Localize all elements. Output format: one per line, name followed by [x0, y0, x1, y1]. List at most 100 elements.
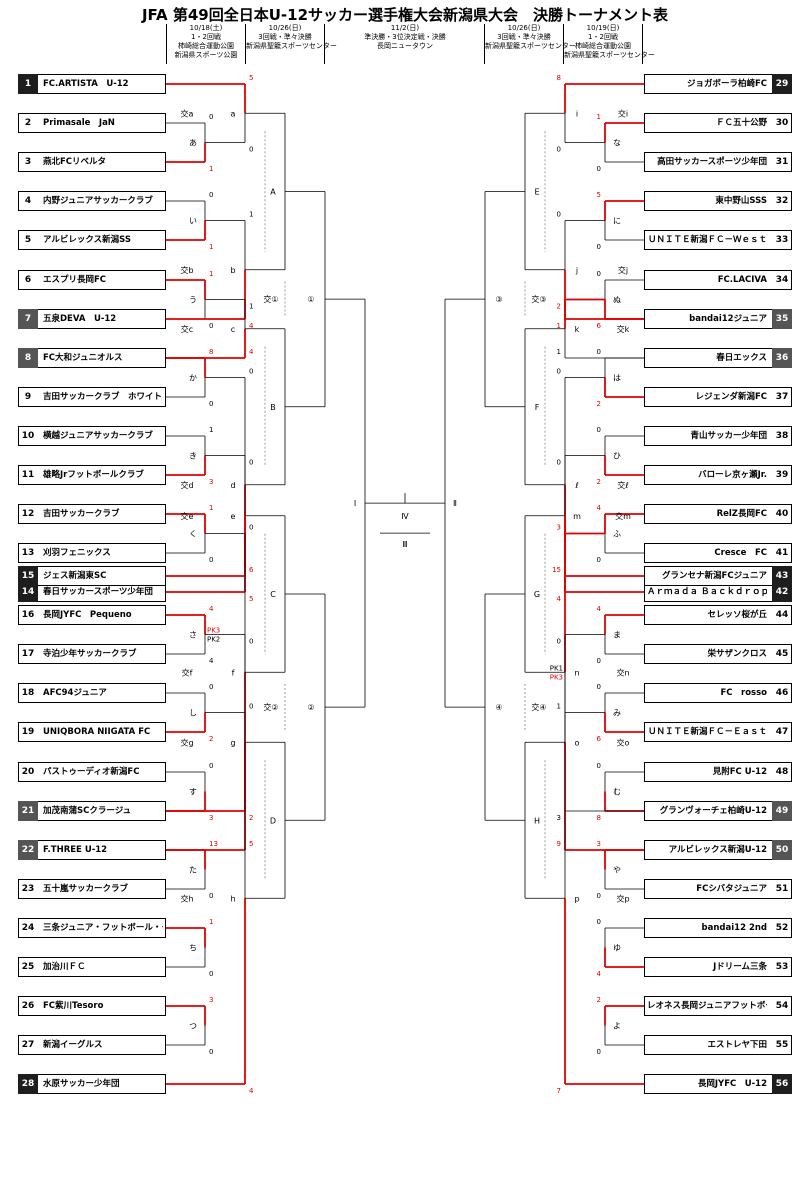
match-label: k	[575, 325, 580, 334]
match-score: 8	[597, 814, 601, 822]
team-number: 4	[24, 196, 32, 206]
team-number: 21	[18, 801, 38, 821]
team-name: RelZ長岡FC	[716, 509, 767, 519]
match-label: E	[534, 188, 539, 197]
semifinal-label: Ⅰ	[354, 499, 356, 508]
team-number: 35	[772, 309, 792, 329]
match-score: 0	[209, 556, 213, 564]
team-number: 55	[775, 1040, 789, 1050]
match-label: ℓ	[574, 481, 578, 490]
pk-score: PK2	[207, 636, 220, 644]
match-score: 0	[597, 762, 601, 770]
cross-ref-label: 交③	[531, 294, 546, 304]
match-score: 4	[249, 322, 254, 330]
match-label: m	[573, 512, 581, 521]
match-score: 6	[597, 322, 602, 330]
match-label: す	[189, 788, 197, 797]
team-name: FC.LACIVA	[717, 275, 767, 285]
match-label: む	[613, 788, 621, 797]
match-label: ②	[307, 703, 314, 712]
match-score: 0	[597, 683, 601, 691]
match-score: 2	[597, 996, 601, 1004]
match-label: う	[189, 296, 197, 305]
final-label: Ⅳ	[401, 512, 409, 521]
match-score: 1	[249, 303, 253, 311]
team-name: FCシバタジュニア	[696, 884, 767, 894]
match-score: 3	[597, 840, 601, 848]
team-number: 45	[775, 649, 789, 659]
team-name: バローレ京ヶ瀬Jr.	[698, 470, 767, 480]
match-label: ③	[495, 295, 502, 304]
match-score: 0	[597, 165, 601, 173]
team-name: ＦＣ五十公野	[715, 118, 767, 128]
team-number: 46	[775, 688, 789, 698]
team-name: 雄略Jrフットボールクラブ	[43, 470, 144, 480]
match-score: 4	[209, 605, 214, 613]
match-score: 4	[597, 970, 602, 978]
match-score: 0	[209, 683, 213, 691]
match-score: 5	[597, 191, 601, 199]
date-header-line: 柿崎総合運動公園	[178, 42, 234, 50]
team-name: 加治川ＦＣ	[43, 962, 86, 972]
team-name: Ａｒｍａｄａ Ｂａｃｋｄｒｏｐｓ	[647, 587, 767, 597]
cross-ref-label: 交p	[616, 893, 629, 903]
team-number: 29	[772, 74, 792, 94]
team-number: 2	[24, 118, 32, 128]
match-label: D	[270, 816, 276, 825]
match-score: 2	[597, 478, 601, 486]
team-number: 49	[772, 801, 792, 821]
date-header-line: 10/26(日)	[507, 24, 541, 32]
match-score: 0	[597, 270, 601, 278]
match-label: や	[613, 866, 621, 875]
match-score: 1	[209, 270, 213, 278]
team-name: 栄サザンクロス	[707, 649, 767, 659]
match-label: n	[574, 668, 579, 677]
match-label: p	[574, 894, 579, 903]
team-name: UNIQBORA NIIGATA FC	[43, 727, 151, 737]
date-header: 10/26(日)3回戦・準々決勝新潟県聖籠スポーツセンター	[246, 24, 337, 64]
date-header-line: 柿崎総合運動公園	[575, 42, 631, 50]
match-label: な	[613, 139, 621, 148]
team-name: Primasale JaN	[43, 118, 115, 128]
team-number: 25	[21, 962, 35, 972]
match-score: 0	[249, 638, 253, 646]
team-entry: 25 加治川ＦＣ	[18, 957, 166, 977]
match-label: h	[230, 894, 235, 903]
match-score: 0	[597, 1048, 601, 1056]
match-score: 5	[249, 595, 253, 603]
match-score: 9	[557, 840, 561, 848]
cross-ref-label: 交k	[617, 324, 630, 334]
match-label: き	[189, 452, 197, 461]
match-score: 0	[597, 556, 601, 564]
match-score: 1	[557, 322, 561, 330]
match-label: い	[189, 217, 197, 226]
team-name: 高田サッカースポーツ少年団	[657, 157, 767, 167]
match-label: b	[230, 266, 235, 275]
team-entry: 54レオネス長岡ジュニアフットボールクラブ	[644, 996, 792, 1016]
team-name: 吉田サッカークラブ	[43, 509, 120, 519]
team-number: 52	[775, 923, 789, 933]
match-score: 0	[209, 1048, 213, 1056]
team-name: FC rosso	[720, 688, 767, 698]
pk-score: PK3	[550, 673, 563, 681]
team-name: 新潟イーグルス	[43, 1040, 103, 1050]
cross-ref-label: 交o	[617, 737, 630, 747]
match-label: か	[189, 374, 197, 383]
team-number: 9	[24, 392, 32, 402]
team-name: レオネス長岡ジュニアフットボールクラブ	[647, 1001, 767, 1011]
page-title: JFA 第49回全日本U-12サッカー選手権大会新潟県大会 決勝トーナメント表	[141, 6, 669, 24]
